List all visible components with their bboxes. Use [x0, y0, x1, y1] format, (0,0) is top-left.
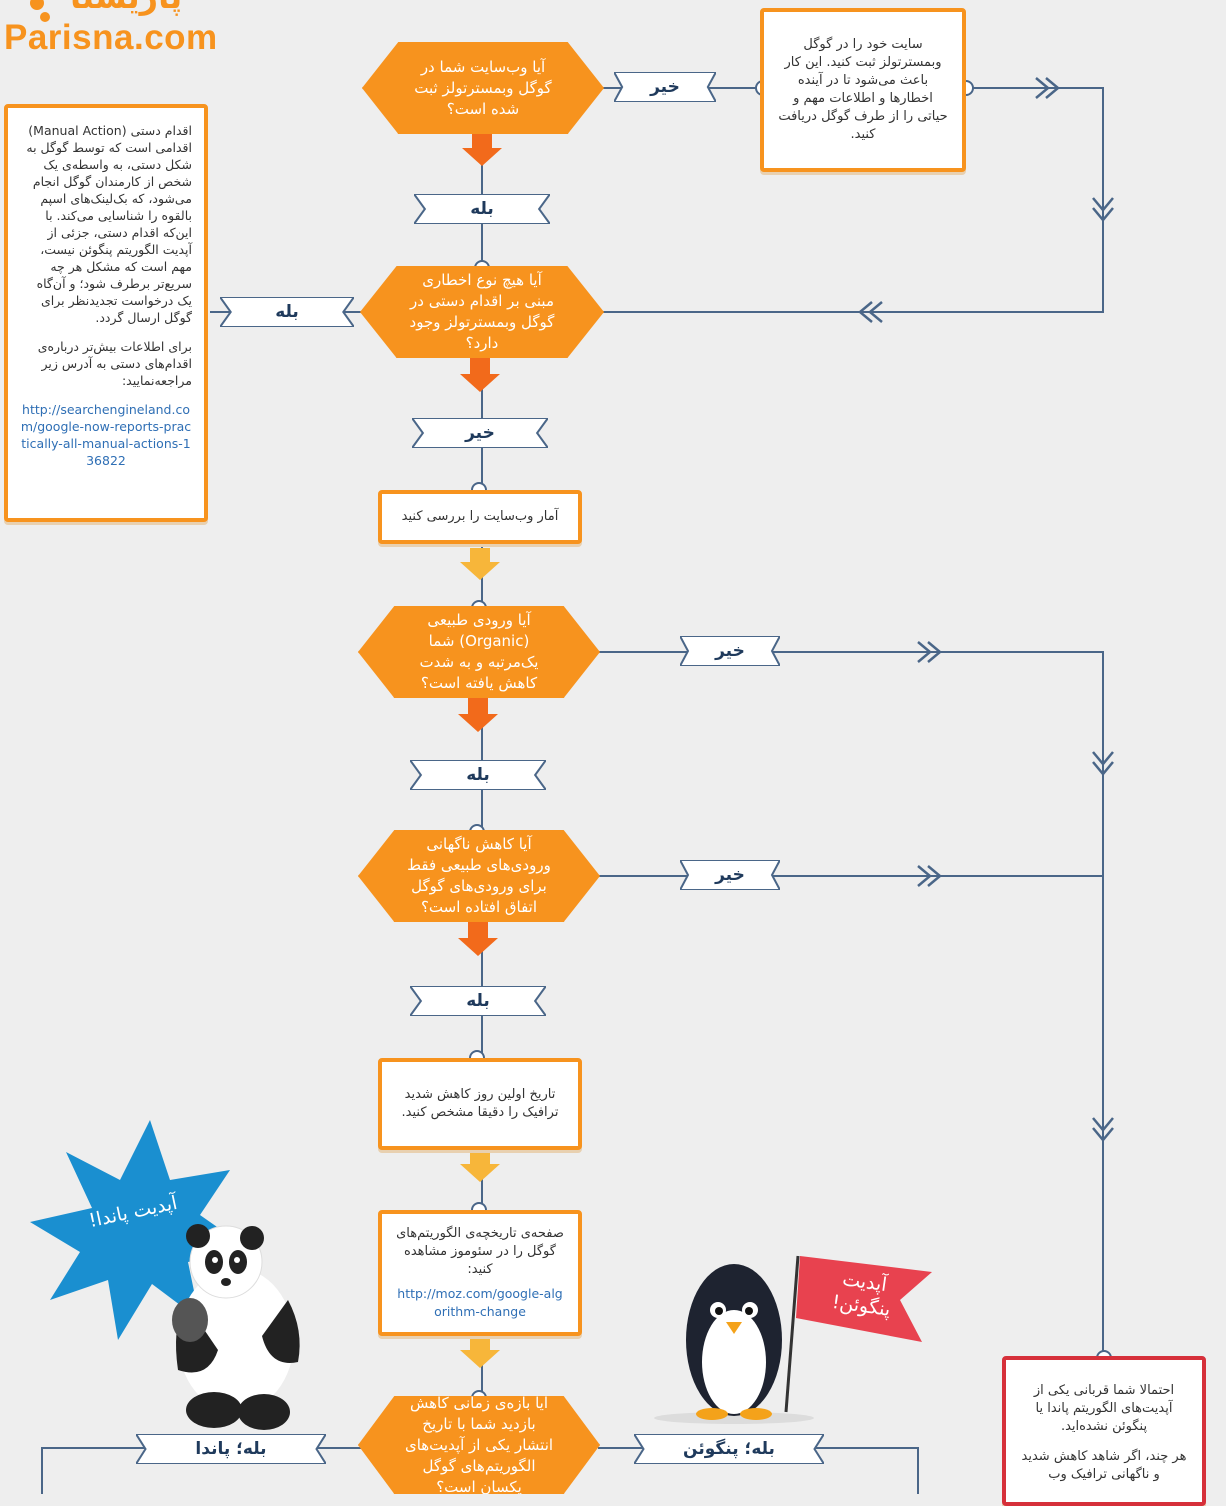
tag-yes-panda: بله؛ پاندا: [136, 1434, 326, 1464]
tag-yes-1: بله: [414, 194, 550, 224]
tag-yes-manual: بله: [220, 297, 354, 327]
tag-no-1: خیر: [614, 72, 716, 102]
question-webmaster-registered: آیا وب‌سایت شما در گوگل وبمسترتولز ثبت ش…: [362, 42, 604, 134]
question-manual-action: آیا هیچ نوع اخطاری مبنی بر اقدام دستی در…: [360, 266, 604, 358]
tag-yes-2-label: بله: [466, 765, 490, 785]
moz-history-link[interactable]: http://moz.com/google-algorithm-change: [397, 1286, 563, 1319]
tag-yes-panda-label: بله؛ پاندا: [195, 1439, 267, 1459]
brand-latin: Parisna.com: [4, 18, 218, 57]
moz-history-text: صفحه‌ی تاریخچه‌ی الگوریتم‌های گوگل را در…: [396, 1226, 564, 1277]
tag-yes-penguin-label: بله؛ پنگوئن: [683, 1439, 775, 1459]
moz-history-box: صفحه‌ی تاریخچه‌ی الگوریتم‌های گوگل را در…: [378, 1210, 582, 1336]
not-victim-box: احتمالا شما قربانی یکی از آپدیت‌های الگو…: [1002, 1356, 1206, 1506]
manual-action-more-info: برای اطلاعات بیش‌تر درباره‌ی اقدام‌های د…: [37, 339, 192, 388]
tag-no-2: خیر: [412, 418, 548, 448]
not-victim-followup: هر چند، اگر شاهد کاهش شدید و ناگهانی ترا…: [1021, 1449, 1187, 1482]
tag-no-3-label: خیر: [715, 641, 745, 661]
tag-no-4-label: خیر: [715, 865, 745, 885]
tag-yes-2: بله: [410, 760, 546, 790]
question-organic-drop: آیا ورودی طبیعی (Organic) شما یک‌مرتبه و…: [358, 606, 600, 698]
check-stats-box: آمار وب‌سایت را بررسی کنید: [378, 490, 582, 544]
tag-yes-manual-label: بله: [275, 302, 299, 322]
tag-no-4: خیر: [680, 860, 780, 890]
tag-no-3: خیر: [680, 636, 780, 666]
tag-yes-3-label: بله: [466, 991, 490, 1011]
manual-action-link[interactable]: http://searchengineland.com/google-now-r…: [20, 402, 192, 468]
register-webmaster-box: سایت خود را در گوگل وبمسترتولز ثبت کنید.…: [760, 8, 966, 172]
manual-action-definition: اقدام دستی (Manual Action) اقدامی است که…: [26, 123, 192, 325]
brand-mark-dot: [40, 12, 50, 22]
panda-update-burst: [30, 1120, 250, 1340]
not-victim-text: احتمالا شما قربانی یکی از آپدیت‌های الگو…: [1033, 1383, 1175, 1434]
tag-no-2-label: خیر: [465, 423, 495, 443]
question-google-only: آیا کاهش ناگهانی ورودی‌های طبیعی فقط برا…: [358, 830, 600, 922]
panda-illustration: [172, 1224, 300, 1430]
tag-no-1-label: خیر: [650, 77, 680, 97]
find-date-box: تاریخ اولین روز کاهش شدید ترافیک را دقیق…: [378, 1058, 582, 1150]
manual-action-note: اقدام دستی (Manual Action) اقدامی است که…: [4, 104, 208, 522]
penguin-illustration: [654, 1255, 932, 1424]
tag-yes-penguin: بله؛ پنگوئن: [634, 1434, 824, 1464]
question-update-match: آیا بازه‌ی زمانی کاهش بازدید شما با تاری…: [358, 1396, 600, 1494]
brand-mark: [30, 0, 44, 10]
tag-yes-1-label: بله: [470, 199, 494, 219]
brand-persian: پاریسنا: [70, 0, 182, 16]
tag-yes-3: بله: [410, 986, 546, 1016]
